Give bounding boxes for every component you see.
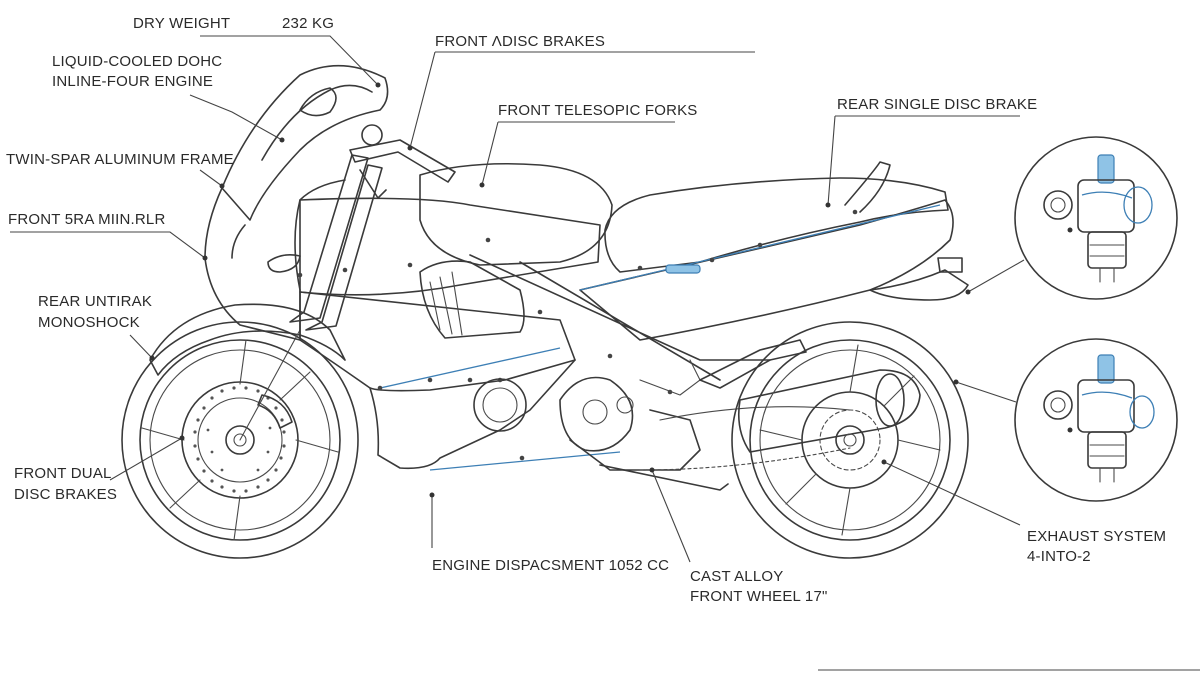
label-front-dual-line2: DISC BRAKES: [14, 486, 117, 503]
front-forks: [239, 154, 383, 441]
label-displacement: ENGINE DISPACSMENT 1052 CC: [432, 557, 669, 574]
seat: [604, 177, 949, 273]
exhaust-muffler: [737, 369, 921, 453]
label-front-disc-top: FRONT ΛDISC BRAKES: [435, 33, 605, 50]
label-front-fender: FRONT 5RA MIIN.RLR: [8, 211, 166, 228]
frame: [469, 254, 771, 381]
rear-wheel: [731, 321, 969, 559]
label-wheel-line2: FRONT WHEEL 17": [690, 588, 828, 605]
label-rear-brake: REAR SINGLE DISC BRAKE: [837, 96, 1037, 113]
label-front-dual-line1: FRONT DUAL: [14, 465, 112, 482]
label-rear-shock-line1: REAR UNTIRAK: [38, 293, 152, 310]
label-exhaust-line1: EXHAUST SYSTEM: [1027, 528, 1166, 545]
tail-section: [579, 161, 969, 341]
carburetor-detail-bottom: [1014, 338, 1178, 502]
fuel-tank: [419, 162, 613, 266]
front-fender: [149, 303, 346, 376]
label-dry-weight: DRY WEIGHT: [133, 15, 230, 32]
carburetor-detail-top: [1014, 136, 1178, 300]
engine: [473, 339, 851, 491]
callout-labels: DRY WEIGHT 232 KG LIQUID-COOLED DOHC INL…: [6, 15, 1166, 605]
label-front-forks: FRONT TELESOPIC FORKS: [498, 102, 698, 119]
label-dry-weight-value: 232 KG: [282, 15, 334, 32]
label-engine-line1: LIQUID-COOLED DOHC: [52, 53, 222, 70]
label-engine-line2: INLINE-FOUR ENGINE: [52, 73, 213, 90]
leader-lines: [10, 35, 1200, 671]
label-frame: TWIN-SPAR ALUMINUM FRAME: [6, 151, 234, 168]
motorcycle-illustration: [121, 64, 969, 559]
handlebar: [349, 124, 456, 199]
label-exhaust-line2: 4-INTO-2: [1027, 548, 1091, 565]
front-wheel: [121, 321, 359, 559]
carburetor-detail-icon: [1043, 354, 1155, 483]
side-fairing: [297, 197, 941, 471]
label-wheel-line1: CAST ALLOY: [690, 568, 783, 585]
label-rear-shock-line2: MONOSHOCK: [38, 314, 140, 331]
carburetor-detail-icon: [1043, 154, 1153, 283]
